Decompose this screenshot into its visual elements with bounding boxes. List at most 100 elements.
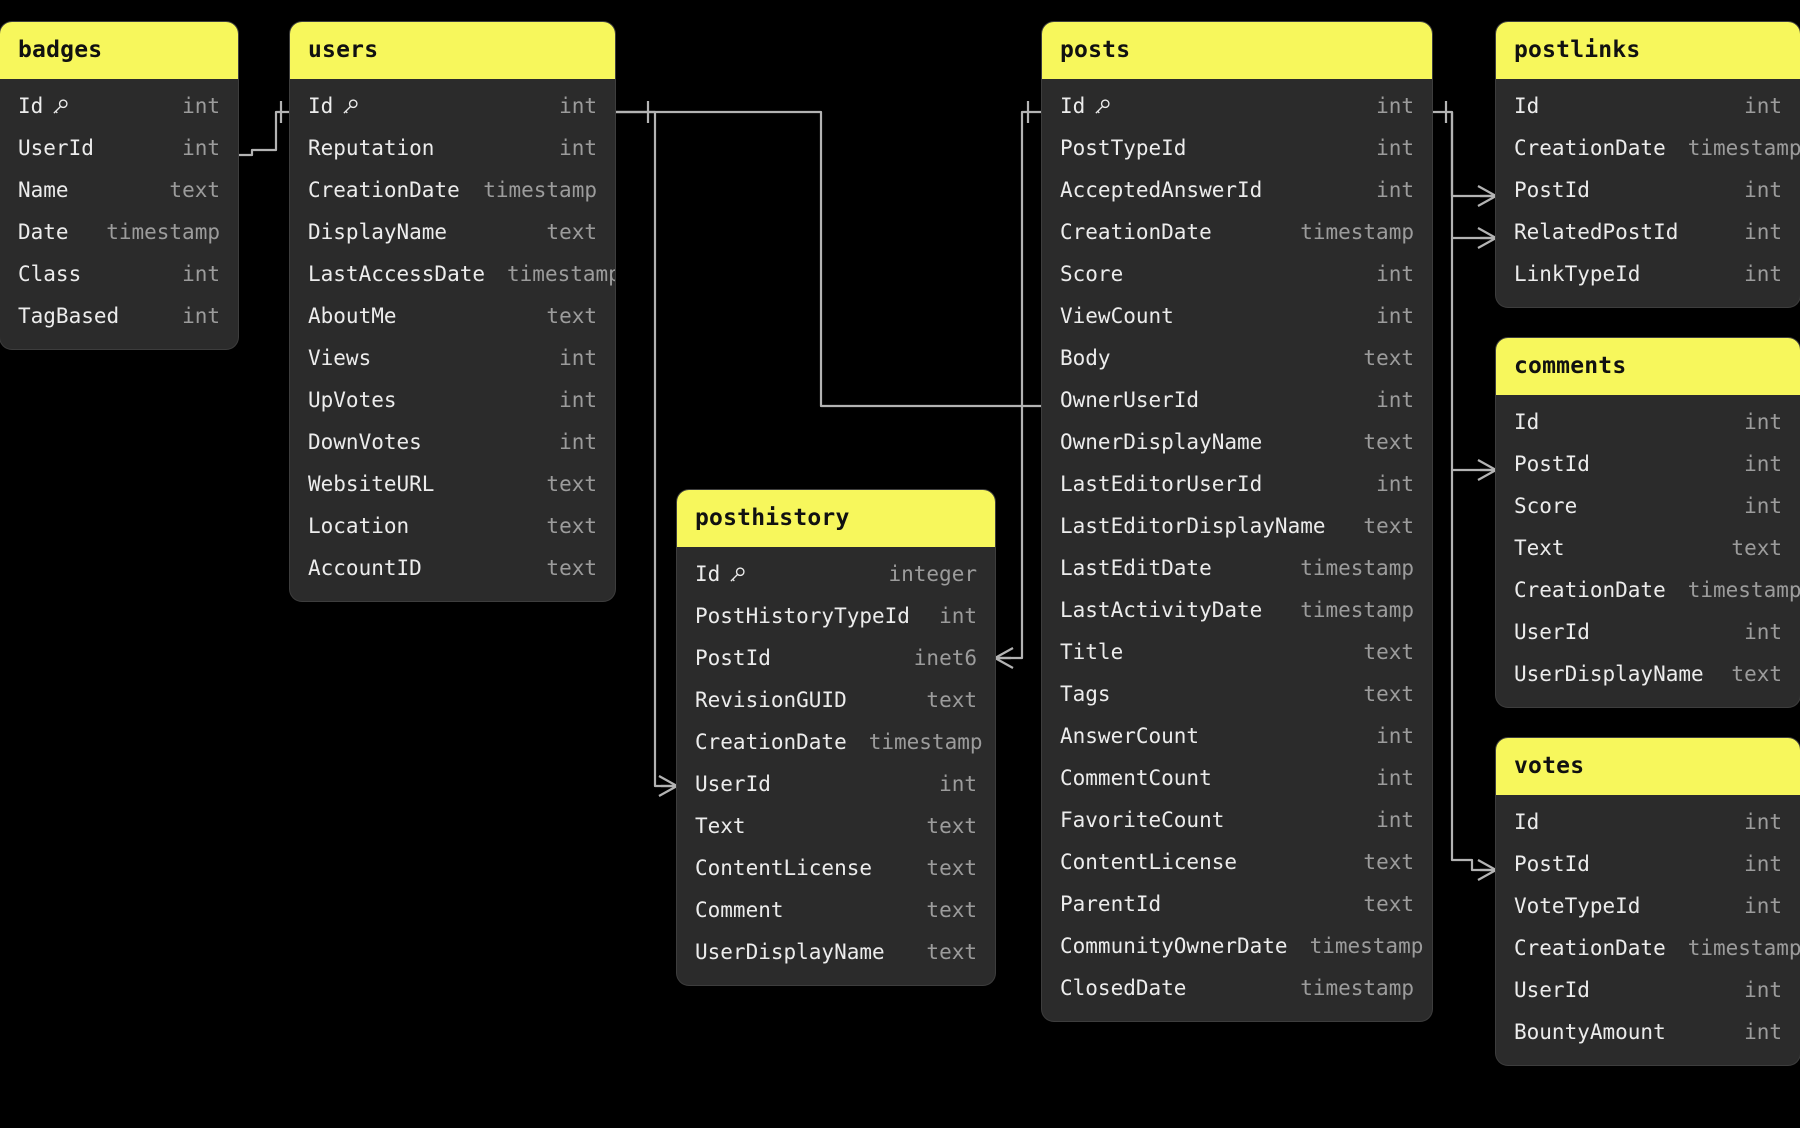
- table-title-posts[interactable]: posts: [1042, 22, 1432, 79]
- field-row[interactable]: Title text: [1042, 631, 1432, 673]
- field-name: RelatedPostId: [1514, 220, 1679, 244]
- field-type: text: [1363, 640, 1414, 664]
- table-title-badges[interactable]: badges: [0, 22, 238, 79]
- field-name: UserDisplayName: [1514, 662, 1704, 686]
- field-type: int: [182, 262, 220, 286]
- edge-posts-comments: [1450, 238, 1496, 472]
- field-name-wrapper: CreationDate: [695, 730, 847, 754]
- field-name: ParentId: [1060, 892, 1162, 916]
- crow-posthistory-userid: [658, 775, 678, 797]
- table-title-votes[interactable]: votes: [1496, 738, 1800, 795]
- field-name-wrapper: PostHistoryTypeId: [695, 604, 910, 628]
- field-name: PostId: [1514, 178, 1590, 202]
- table-title-postlinks[interactable]: postlinks: [1496, 22, 1800, 79]
- table-title-comments[interactable]: comments: [1496, 338, 1800, 395]
- field-name: Title: [1060, 640, 1124, 664]
- field-name-wrapper: LastEditorDisplayName: [1060, 514, 1326, 538]
- edge-posts-votes: [1450, 470, 1496, 872]
- table-title-users[interactable]: users: [290, 22, 615, 79]
- field-name-wrapper: DisplayName: [308, 220, 447, 244]
- field-name-wrapper: PostId: [1514, 452, 1590, 476]
- field-name: Body: [1060, 346, 1111, 370]
- field-type: text: [926, 814, 977, 838]
- table-title-posthistory[interactable]: posthistory: [677, 490, 995, 547]
- field-name: CommentCount: [1060, 766, 1212, 790]
